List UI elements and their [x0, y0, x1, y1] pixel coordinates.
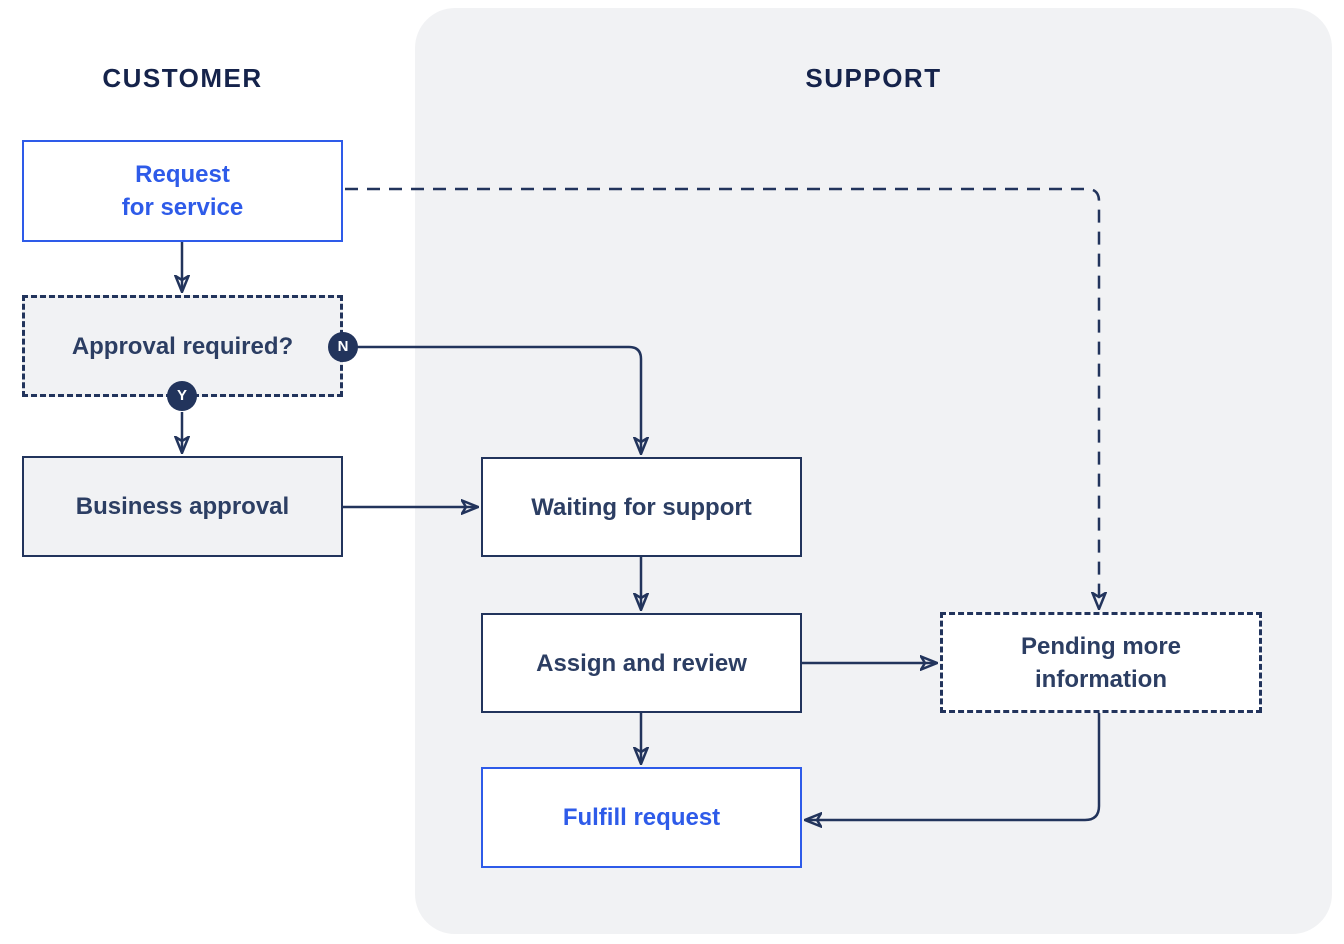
node-label-line: information	[1035, 665, 1167, 693]
node-label-line: for service	[121, 194, 244, 221]
node-request-for-service: Request for service	[22, 140, 343, 242]
node-fulfill-request: Fulfill request	[481, 767, 802, 868]
node-business-approval: Business approval	[22, 456, 343, 557]
decision-badge-no: N	[328, 332, 358, 362]
node-approval-required: Approval required?	[22, 295, 343, 397]
node-waiting-for-support: Waiting for support	[481, 457, 802, 557]
edge-pending-to-fulfill	[806, 713, 1101, 820]
node-label-line: Request	[135, 161, 230, 188]
node-assign-and-review: Assign and review	[481, 613, 802, 713]
node-label-line: Approval required?	[71, 332, 294, 360]
support-lane-label: SUPPORT	[805, 63, 942, 93]
node-label-line: Pending more	[1020, 632, 1182, 660]
customer-lane-label: CUSTOMER	[102, 63, 263, 93]
node-label-line: Waiting for support	[531, 493, 752, 521]
node-label-line: Business approval	[75, 493, 290, 520]
node-label-line: Fulfill request	[562, 804, 721, 831]
node-label-line: Assign and review	[536, 649, 747, 677]
node-pending-more-information: Pending more information	[940, 612, 1262, 713]
edge-no-to-waiting	[357, 345, 641, 453]
edge-request-to-pending-dashed	[345, 187, 1099, 608]
decision-badge-yes: Y	[167, 381, 197, 411]
